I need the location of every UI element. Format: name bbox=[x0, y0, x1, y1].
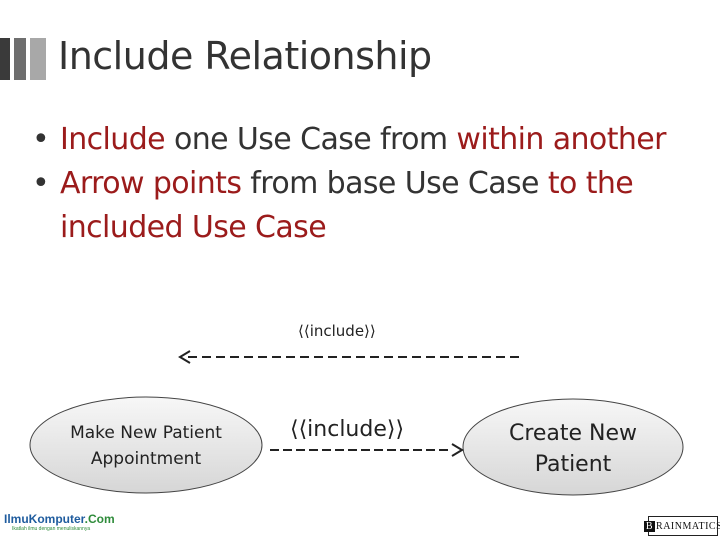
logo-left-main: IlmuKomputer bbox=[4, 512, 85, 526]
middle-include-arrowhead bbox=[451, 443, 464, 457]
bullet-item-2: Arrow points from base Use Case to the i… bbox=[30, 162, 710, 250]
top-include-arrowhead bbox=[178, 350, 191, 364]
logo-left-tagline: Ikatlah ilmu dengan menuliskannya bbox=[12, 526, 91, 532]
base-use-case-label: Make New Patient Appointment bbox=[70, 423, 222, 469]
bullet-list: Include one Use Case from within another… bbox=[30, 118, 710, 250]
bullet-1-text: one Use Case from bbox=[165, 122, 457, 157]
logo-right-rest: RAINMATICS bbox=[656, 520, 720, 532]
bullet-2-text: from base Use Case bbox=[241, 166, 548, 201]
bullet-1-emphasis-1: Include bbox=[60, 122, 166, 157]
slide-title: Include Relationship bbox=[58, 34, 432, 78]
logo-left-suffix: .Com bbox=[84, 512, 115, 526]
base-use-case-ellipse bbox=[29, 396, 263, 494]
bullet-1-emphasis-2: within another bbox=[456, 122, 666, 157]
bullet-2-emphasis-1: Arrow points bbox=[60, 166, 242, 201]
title-accent-bars bbox=[0, 38, 50, 80]
logo-right-initial: B bbox=[643, 520, 656, 532]
bullet-item-1: Include one Use Case from within another bbox=[30, 118, 710, 162]
middle-include-label: ⟨⟨include⟩⟩ bbox=[290, 417, 405, 442]
included-use-case-ellipse bbox=[462, 398, 684, 496]
top-include-label: ⟨⟨include⟩⟩ bbox=[298, 322, 376, 340]
included-use-case-label: Create New Patient bbox=[508, 421, 638, 477]
ilmukomputer-logo: IlmuKomputer.Com Ikatlah ilmu dengan men… bbox=[4, 512, 115, 536]
bullet-2-emphasis-2: to the included Use Case bbox=[60, 166, 634, 245]
